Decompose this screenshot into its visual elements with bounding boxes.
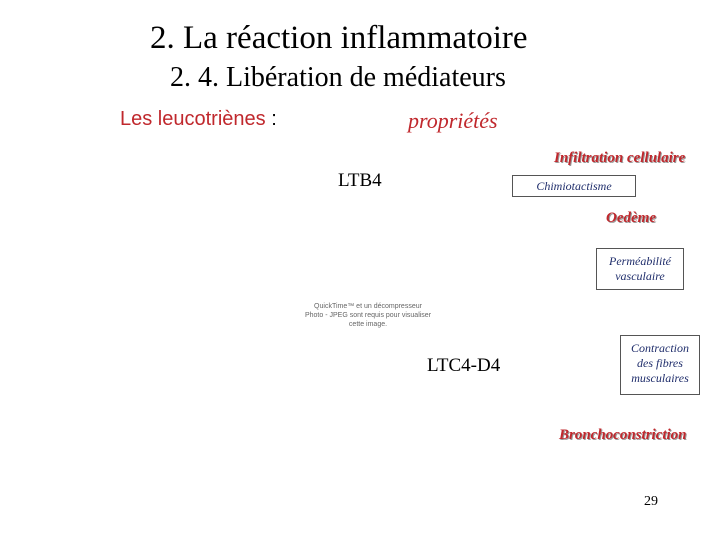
placeholder-line2: Photo - JPEG sont requis pour visualiser: [304, 312, 432, 319]
image-placeholder: QuickTime™ et un décompresseur Photo - J…: [288, 302, 448, 329]
page-number: 29: [644, 494, 658, 509]
box-permeabilite-line1: Perméabilité: [609, 254, 671, 268]
section-heading: Les leucotriènes :: [120, 108, 277, 131]
mediator-ltb4: LTB4: [338, 170, 382, 191]
placeholder-line3: cette image.: [348, 321, 388, 328]
box-permeabilite: Perméabilité vasculaire: [596, 248, 684, 290]
effect-oedeme: Oedème: [606, 210, 656, 226]
slide-title: 2. La réaction inflammatoire: [150, 20, 528, 56]
effect-bronchoconstriction: Bronchoconstriction: [559, 427, 687, 443]
heading-text: Les leucotriènes: [120, 108, 266, 130]
box-contraction-line3: musculaires: [631, 371, 689, 385]
placeholder-line1: QuickTime™ et un décompresseur: [314, 303, 422, 310]
heading-colon: :: [265, 108, 277, 130]
box-permeabilite-line2: vasculaire: [615, 269, 665, 283]
box-chimiotactisme: Chimiotactisme: [512, 175, 636, 197]
effect-infiltration: Infiltration cellulaire: [554, 150, 686, 166]
properties-label: propriétés: [408, 108, 498, 133]
box-contraction: Contraction des fibres musculaires: [620, 335, 700, 395]
mediator-ltc4-d4: LTC4-D4: [427, 355, 501, 376]
box-contraction-line1: Contraction: [630, 341, 689, 355]
box-contraction-line2: des fibres: [637, 356, 683, 370]
slide-subtitle: 2. 4. Libération de médiateurs: [170, 62, 506, 93]
